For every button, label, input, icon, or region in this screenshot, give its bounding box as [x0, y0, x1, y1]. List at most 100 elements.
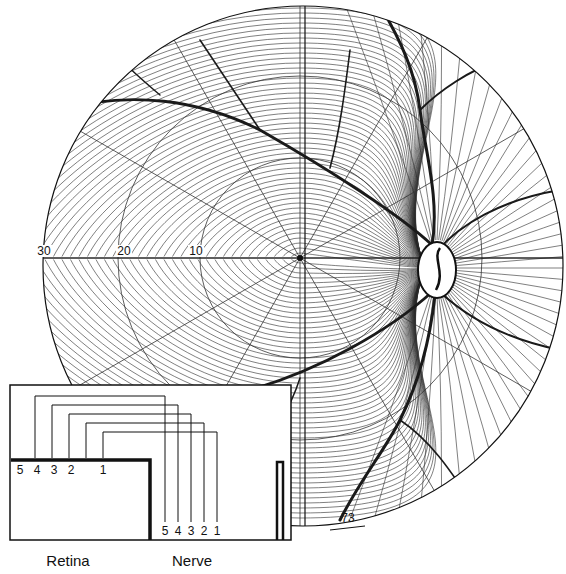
meridian-line [300, 0, 301, 258]
arcuate-fiber [54, 260, 422, 404]
arcuate-fiber [62, 260, 421, 399]
nasal-fiber [443, 294, 566, 574]
callout-number: 73 [341, 512, 354, 524]
optic-disc [418, 242, 456, 298]
nasal-fiber [445, 293, 566, 574]
signature-stroke [330, 526, 365, 530]
arcuate-fiber [37, 103, 422, 257]
nasal-fiber [400, 0, 435, 240]
disc-vessel [436, 248, 440, 290]
nasal-fiber [442, 295, 546, 574]
arcuate-fiber [207, 260, 422, 314]
callout-number: 2 [68, 464, 75, 476]
fovea [297, 255, 303, 261]
arcuate-fiber [224, 213, 422, 264]
arcuate-fiber [88, 260, 422, 384]
arcuate-fiber [71, 123, 422, 257]
callout-number: 1 [100, 464, 107, 476]
nasal-fiber [439, 0, 474, 240]
nasal-fiber [364, 296, 434, 574]
arcuate-fiber [130, 158, 421, 260]
region-label: Retina [46, 553, 89, 568]
region-label: Nerve [172, 553, 212, 568]
nasal-fiber [454, 280, 566, 446]
arcuate-fiber [54, 113, 422, 257]
arcuate-fiber [0, 48, 421, 257]
nasal-fiber [455, 159, 566, 260]
callout-number: 4 [34, 464, 41, 476]
arcuate-fiber [113, 260, 421, 369]
callout-number: 5 [161, 525, 170, 537]
nasal-fiber [454, 91, 566, 257]
callout-number: 3 [51, 464, 58, 476]
arcuate-fiber [139, 260, 422, 354]
arcuate-fiber [88, 133, 422, 258]
nasal-fiber [453, 27, 566, 252]
fiber-path [103, 432, 217, 522]
arcuate-fiber [62, 118, 421, 257]
arcuate-fiber [156, 173, 422, 261]
arcuate-fiber [105, 260, 422, 374]
fiber-path [52, 405, 178, 522]
nasal-fiber [453, 282, 566, 478]
nasal-fiber [440, 0, 510, 240]
nasal-fiber [439, 296, 474, 574]
arcuate-fiber [0, 0, 436, 257]
arcuate-fiber [96, 260, 421, 379]
callout-number: 3 [187, 525, 196, 537]
nasal-fiber [453, 58, 566, 254]
arcuate-fiber [0, 53, 421, 257]
arcuate-fiber [241, 260, 422, 294]
arcuate-fiber [71, 260, 422, 394]
nasal-fiber [448, 0, 566, 245]
fiber-path [69, 414, 191, 522]
nasal-fiber [445, 0, 566, 243]
vertical-axis [304, 0, 305, 540]
arcuate-fiber [0, 63, 421, 257]
degree-label: 30 [36, 245, 51, 257]
meridian-line [100, 0, 300, 258]
nasal-fiber [452, 286, 566, 538]
nasal-fiber [293, 0, 430, 242]
callout-number: 5 [17, 464, 24, 476]
nasal-fiber [437, 0, 442, 240]
callout-number: 2 [200, 525, 209, 537]
degree-label: 20 [116, 245, 131, 257]
arcuate-fiber [20, 93, 422, 257]
nerve-wall [277, 462, 283, 540]
nasal-fiber [449, 289, 566, 574]
arcuate-fiber [198, 260, 421, 319]
arcuate-fiber [181, 188, 421, 262]
nasal-fiber [449, 0, 566, 247]
nasal-fiber [450, 0, 566, 248]
nasal-fiber [456, 273, 566, 341]
arcuate-fiber [130, 260, 421, 359]
callout-number: 4 [174, 525, 183, 537]
nasal-fiber [442, 0, 546, 241]
inset-frame [10, 385, 291, 540]
arcuate-fiber [0, 68, 421, 257]
arcuate-fiber [0, 78, 421, 257]
arcuate-fiber [164, 178, 421, 262]
nasal-fiber [456, 268, 566, 269]
meridian-line [0, 58, 300, 258]
arcuate-fiber [173, 260, 422, 334]
nasal-fiber [453, 284, 566, 509]
nasal-fiber [456, 195, 566, 263]
meridian-line [300, 258, 500, 574]
nasal-fiber [440, 296, 510, 574]
arcuate-fiber [113, 148, 421, 259]
nasal-fiber [456, 231, 566, 265]
meridian-line [300, 258, 301, 574]
nasal-fiber [455, 278, 566, 412]
nasal-fiber [452, 0, 566, 250]
fiber-path [86, 423, 204, 522]
arcuate-fiber [3, 83, 422, 257]
arcuate-fiber [181, 260, 421, 329]
callout-number: 1 [213, 525, 222, 537]
retina-layer [11, 460, 150, 540]
